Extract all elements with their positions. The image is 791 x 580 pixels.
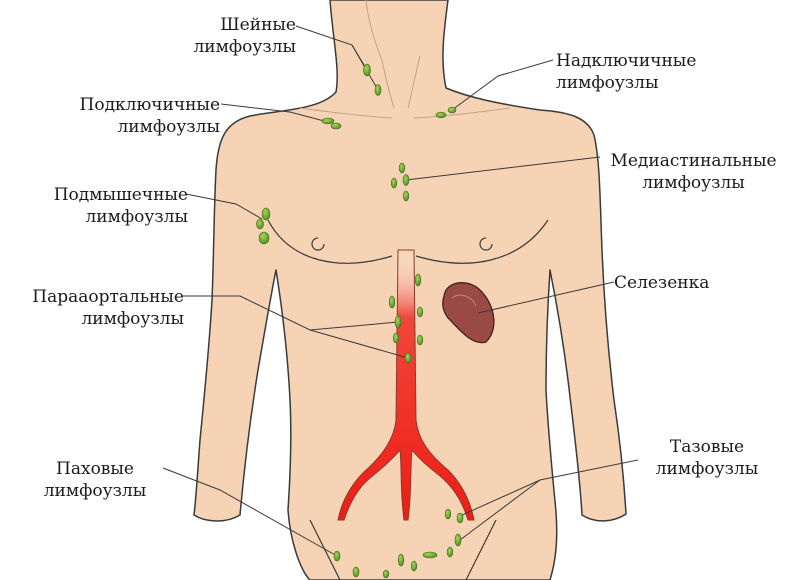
label-paraaortic: Парааортальные лимфоузлы <box>4 286 184 330</box>
label-cervical-line2: лимфоузлы <box>160 36 296 58</box>
label-spleen: Селезенка <box>614 272 764 294</box>
label-supraclavicular-line1: Надключичные <box>556 50 756 72</box>
label-spleen-line1: Селезенка <box>614 272 764 294</box>
label-pelvic: Тазовые лимфоузлы <box>632 436 782 480</box>
label-cervical: Шейные лимфоузлы <box>160 14 296 58</box>
label-inguinal-line1: Паховые <box>20 458 170 480</box>
lymph-node <box>423 552 437 558</box>
label-pelvic-line2: лимфоузлы <box>632 458 782 480</box>
lymph-node <box>395 316 401 328</box>
lymph-node <box>383 570 389 578</box>
lymph-node <box>457 513 463 523</box>
lymph-node <box>391 178 397 188</box>
lymph-node <box>417 307 423 317</box>
label-axillary-line1: Подмышечные <box>20 184 188 206</box>
label-supraclavicular: Надключичные лимфоузлы <box>556 50 756 94</box>
label-paraaortic-line2: лимфоузлы <box>4 308 184 330</box>
lymph-node <box>262 208 270 220</box>
lymph-node <box>389 296 395 308</box>
label-supraclavicular-line2: лимфоузлы <box>556 72 756 94</box>
lymph-node <box>447 547 453 557</box>
lymph-node <box>398 554 404 566</box>
lymph-node <box>364 64 371 76</box>
lymph-node <box>445 509 451 519</box>
lymph-node <box>257 219 264 229</box>
lymph-node <box>403 175 409 186</box>
label-infraclavicular-line2: лимфоузлы <box>40 116 220 138</box>
label-inguinal-line2: лимфоузлы <box>20 480 170 502</box>
lymph-node <box>405 353 411 363</box>
label-axillary-line2: лимфоузлы <box>20 206 188 228</box>
label-axillary: Подмышечные лимфоузлы <box>20 184 188 228</box>
lymph-node <box>322 118 334 124</box>
label-paraaortic-line1: Парааортальные <box>4 286 184 308</box>
label-mediastinal-line1: Медиастинальные <box>596 150 791 172</box>
lymph-node <box>259 232 269 244</box>
lymph-node <box>393 333 399 343</box>
lymph-node <box>334 551 340 561</box>
label-mediastinal-line2: лимфоузлы <box>596 172 791 194</box>
lymph-node <box>455 534 461 546</box>
lymph-node <box>436 112 446 118</box>
lymph-node <box>417 335 423 345</box>
label-pelvic-line1: Тазовые <box>632 436 782 458</box>
label-mediastinal: Медиастинальные лимфоузлы <box>596 150 791 194</box>
lymph-node <box>448 107 456 113</box>
label-inguinal: Паховые лимфоузлы <box>20 458 170 502</box>
lymph-node <box>375 85 381 96</box>
lymph-node <box>411 561 417 571</box>
label-cervical-line1: Шейные <box>160 14 296 36</box>
lymph-node <box>403 191 409 201</box>
lymph-node <box>353 567 359 577</box>
lymph-node <box>399 163 405 173</box>
label-infraclavicular: Подключичные лимфоузлы <box>40 94 220 138</box>
lymph-node <box>331 123 341 129</box>
lymph-node <box>415 274 421 286</box>
label-infraclavicular-line1: Подключичные <box>40 94 220 116</box>
